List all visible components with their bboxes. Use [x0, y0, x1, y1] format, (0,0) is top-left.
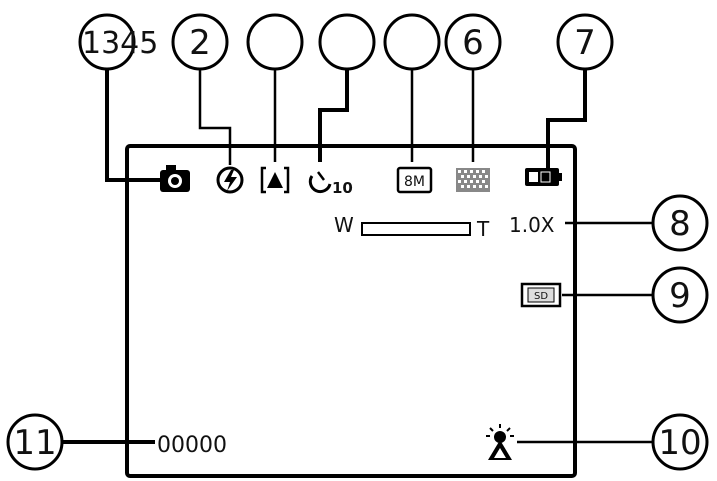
flash-icon: [216, 166, 244, 194]
svg-text:10: 10: [658, 423, 701, 463]
shot-counter: 00000: [157, 433, 227, 458]
callout-empty-1: [246, 13, 304, 71]
zoom-value: 1.0X: [509, 213, 555, 237]
quality-icon: [456, 168, 490, 192]
callout-8: 8: [651, 194, 709, 252]
callout-2: 2: [171, 13, 229, 71]
leader-line-top-label: [105, 69, 165, 182]
svg-text:1345: 1345: [82, 26, 158, 61]
zoom-bar: [361, 222, 471, 236]
callout-empty-2: [318, 13, 376, 71]
leader-lines: [62, 69, 653, 444]
leader-line-empty-2: [318, 69, 349, 162]
callout-empty-3: [383, 13, 441, 71]
landscape-scene-icon: [260, 166, 290, 194]
callout-9: 9: [651, 266, 709, 324]
battery-icon: [525, 168, 562, 186]
svg-text:6: 6: [462, 23, 484, 63]
svg-text:2: 2: [189, 23, 211, 63]
camera-icon: [160, 165, 190, 192]
sunny-white-balance-icon: [486, 424, 514, 460]
zoom-tele-label: T: [476, 217, 490, 241]
sd-card-label: SD: [534, 291, 548, 302]
self-timer-value: 10: [332, 179, 353, 197]
zoom-wide-label: W: [334, 213, 354, 237]
resolution-icon: 8M: [396, 166, 433, 194]
callout-7: 7: [556, 13, 614, 71]
svg-text:11: 11: [13, 423, 56, 463]
callout-10: 10: [651, 413, 709, 471]
callout-top-label: 1345: [78, 13, 158, 71]
leader-line-2: [198, 69, 232, 165]
leader-line-7: [546, 69, 587, 168]
resolution-label: 8M: [404, 174, 425, 190]
svg-text:8: 8: [669, 204, 691, 244]
svg-text:7: 7: [574, 23, 596, 63]
callout-11: 11: [6, 413, 64, 471]
sd-card-icon: SD: [520, 282, 562, 308]
lcd-screen-frame: [125, 144, 577, 478]
self-timer-icon: [308, 171, 332, 194]
svg-text:9: 9: [669, 276, 691, 316]
callout-6: 6: [444, 13, 502, 71]
